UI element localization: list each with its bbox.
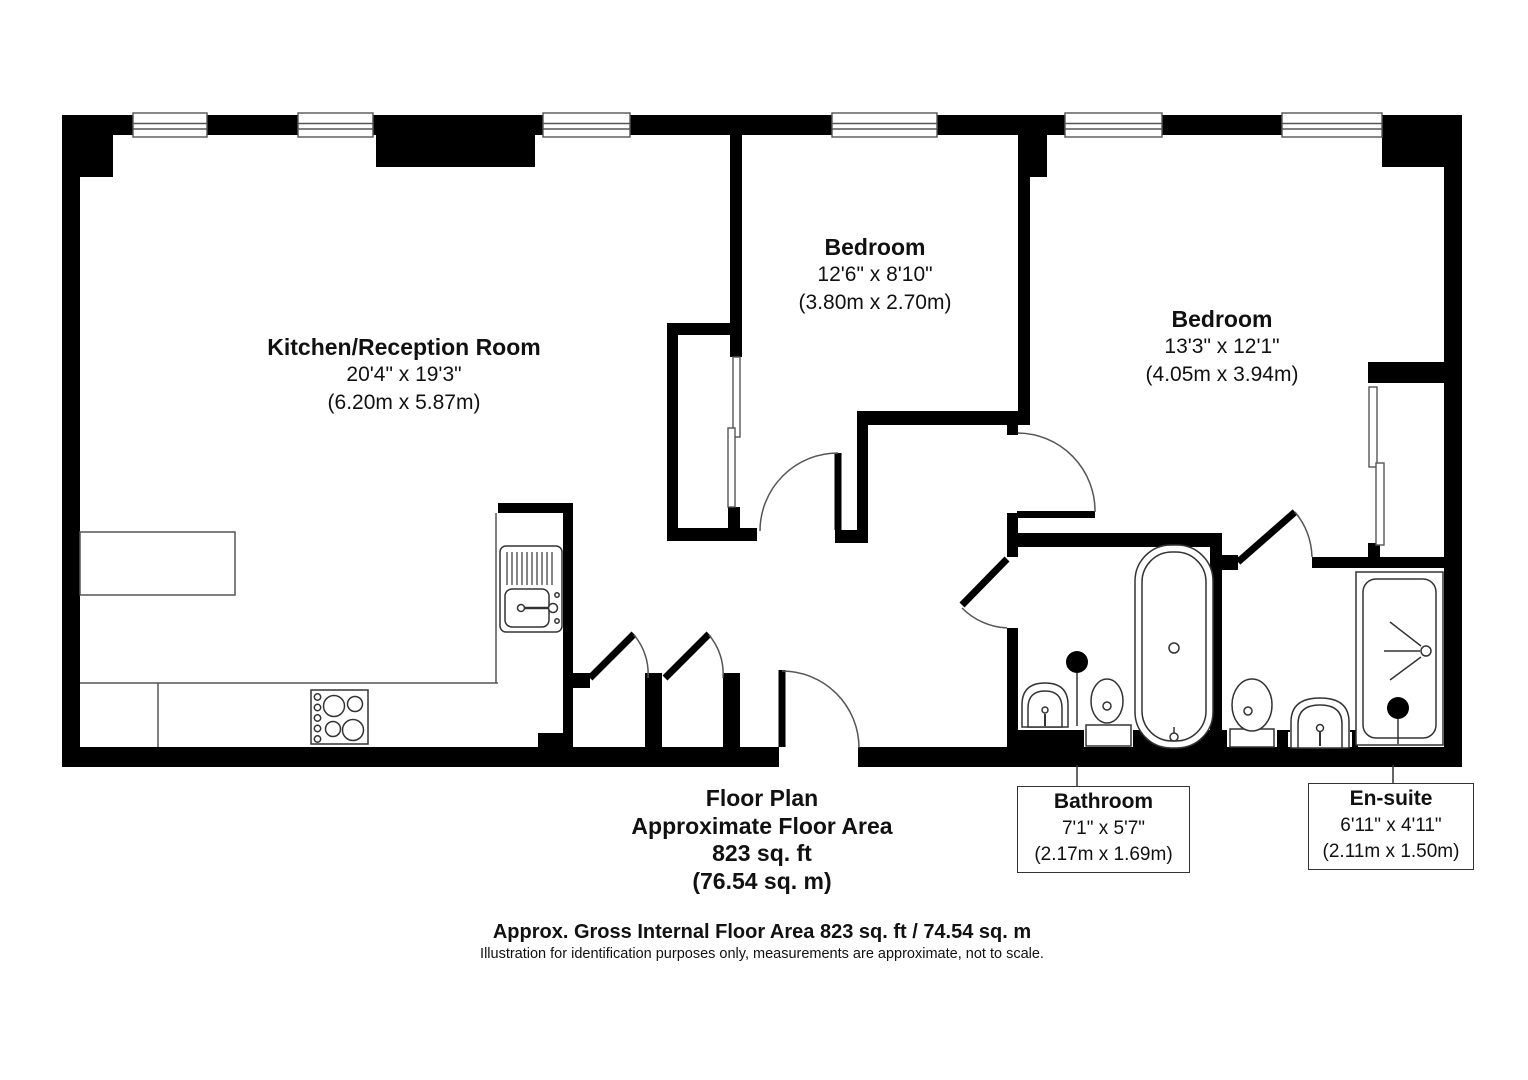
wardrobe-sliding-doors xyxy=(1368,386,1385,546)
kitchen-hob xyxy=(310,689,369,745)
kitchen-counter xyxy=(80,513,498,747)
room-label-kitchen: Kitchen/Reception Room 20'4" x 19'3" (6.… xyxy=(267,333,540,417)
room-name: En-suite xyxy=(1349,787,1433,810)
ensuite-door xyxy=(1235,509,1313,565)
leader-lines xyxy=(1076,765,1394,787)
bedroom1-door xyxy=(759,452,842,532)
closet-sliding-doors xyxy=(727,356,741,508)
interior-walls xyxy=(498,135,1444,748)
bath-tub xyxy=(1134,544,1214,749)
windows xyxy=(132,112,1383,138)
room-name: Bedroom xyxy=(824,234,926,260)
bathroom-radiator-dot xyxy=(1066,651,1088,726)
outer-walls xyxy=(62,115,1462,767)
kitchen-sink xyxy=(499,545,563,633)
room-size-imperial: 7'1" x 5'7" xyxy=(1061,817,1146,839)
window-icon xyxy=(1281,112,1383,138)
summary-area-ft: 823 sq. ft xyxy=(712,840,812,866)
bedroom2-door xyxy=(1017,432,1096,518)
bathroom-basin xyxy=(1021,682,1069,728)
ensuite-label-box: En-suite 6'11" x 4'11" (2.11m x 1.50m) xyxy=(1308,783,1474,870)
footer-headline: Approx. Gross Internal Floor Area 823 sq… xyxy=(492,921,1032,943)
ensuite-basin xyxy=(1288,697,1352,749)
summary-subtitle: Approximate Floor Area xyxy=(631,812,893,839)
bathroom-label-box: Bathroom 7'1" x 5'7" (2.17m x 1.69m) xyxy=(1017,786,1190,873)
summary-area-m: (76.54 sq. m) xyxy=(692,867,832,894)
room-size-metric: (2.17m x 1.69m) xyxy=(1034,844,1173,865)
window-icon xyxy=(297,112,374,138)
room-label-bedroom1: Bedroom 12'6" x 8'10" (3.80m x 2.70m) xyxy=(799,233,952,317)
window-icon xyxy=(542,112,631,138)
bathroom-toilet xyxy=(1084,678,1133,747)
room-size-metric: (4.05m x 3.94m) xyxy=(1145,363,1299,386)
hall-cupboard-door-1 xyxy=(587,631,649,681)
footer-disclaimer: Illustration for identification purposes… xyxy=(480,946,1044,962)
room-name: Bathroom xyxy=(1053,790,1154,813)
window-icon xyxy=(132,112,208,138)
hall-cupboard-door-2 xyxy=(662,631,724,681)
room-label-bedroom2: Bedroom 13'3" x 12'1" (4.05m x 3.94m) xyxy=(1146,305,1299,389)
kitchen-island xyxy=(79,531,236,596)
room-size-imperial: 20'4" x 19'3" xyxy=(346,363,462,386)
window-icon xyxy=(1064,112,1163,138)
room-size-metric: (2.11m x 1.50m) xyxy=(1322,841,1460,862)
summary-block: Floor Plan Approximate Floor Area 823 sq… xyxy=(631,785,892,895)
entrance-door xyxy=(778,670,860,749)
room-size-imperial: 12'6" x 8'10" xyxy=(817,263,933,286)
shower-drain-dot xyxy=(1387,697,1409,744)
ensuite-toilet xyxy=(1227,678,1277,748)
room-name: Kitchen/Reception Room xyxy=(267,334,541,360)
doors xyxy=(587,432,1313,749)
room-size-imperial: 13'3" x 12'1" xyxy=(1164,335,1280,358)
summary-title: Floor Plan xyxy=(705,785,819,811)
window-icon xyxy=(831,112,938,138)
room-size-metric: (6.20m x 5.87m) xyxy=(327,391,481,414)
room-size-metric: (3.80m x 2.70m) xyxy=(798,291,952,314)
room-name: Bedroom xyxy=(1171,306,1273,332)
shower xyxy=(1355,571,1444,746)
bathroom-door xyxy=(959,556,1010,629)
room-size-imperial: 6'11" x 4'11" xyxy=(1340,814,1442,836)
